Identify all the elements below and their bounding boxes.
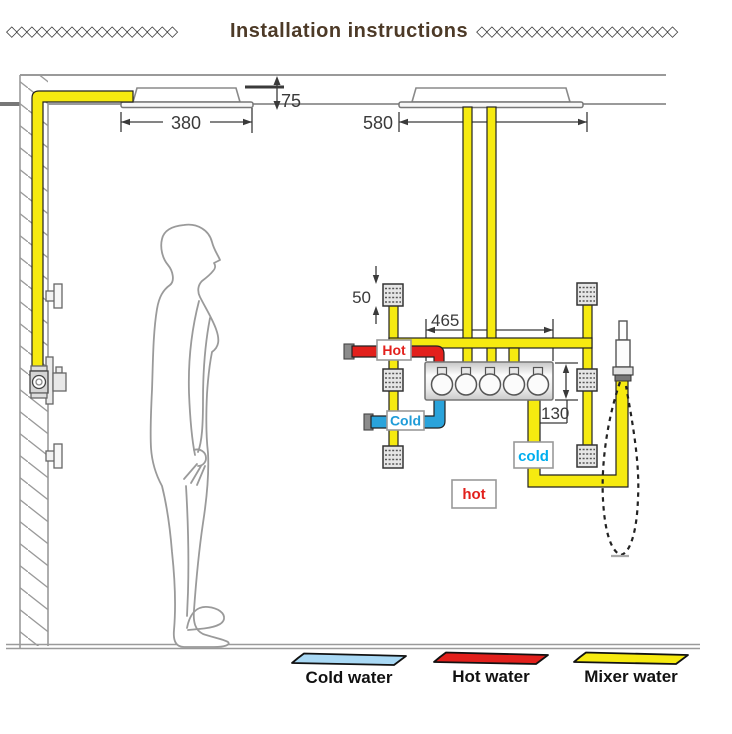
handshower-connector (614, 374, 632, 382)
dim-jet-size: 50 (352, 266, 380, 324)
cold-outlet-label: cold (513, 441, 554, 469)
cold-water-swatch-icon (291, 652, 407, 666)
svg-text:hot: hot (462, 486, 485, 503)
legend-label: Hot water (452, 667, 530, 686)
wall-stop-valve (29, 356, 67, 405)
wall-bracket-upper (45, 283, 63, 309)
legend-label: Mixer water (584, 667, 678, 686)
room-structure (0, 74, 700, 650)
handshower-head (618, 320, 628, 341)
page-title: Installation instructions (230, 19, 469, 42)
dim-label-50: 50 (352, 288, 371, 307)
dim-label-580: 580 (363, 113, 393, 133)
header: ◇◇◇◇◇◇◇◇◇◇◇◇◇◇◇◇◇ Installation instructi… (6, 14, 726, 48)
thermostatic-valve (424, 361, 554, 401)
handshower-hose (601, 381, 640, 557)
diamond-chain-left-icon: ◇◇◇◇◇◇◇◇◇◇◇◇◇◇◇◇◇ (6, 23, 178, 39)
mixer-water-swatch-icon (573, 651, 689, 665)
cold-inlet-label: Cold (386, 410, 425, 431)
dim-ceiling-drop: 75 (245, 76, 301, 111)
svg-text:cold: cold (518, 448, 549, 465)
legend-item-mixer-water: Mixer water (568, 651, 694, 687)
hot-inlet-label: Hot (376, 339, 412, 361)
dim-head-large: 580 (363, 112, 588, 133)
person-silhouette (149, 223, 230, 648)
legend-item-cold-water: Cold water (286, 652, 412, 688)
legend-item-hot-water: Hot water (428, 651, 554, 687)
ceiling-riser-pipe (486, 106, 497, 364)
handshower (601, 320, 640, 558)
wall-fixtures (29, 283, 67, 469)
svg-text:Cold: Cold (390, 413, 421, 429)
svg-text:Hot: Hot (382, 342, 406, 358)
wall-riser-pipe (31, 90, 134, 369)
handshower-handle (615, 339, 631, 368)
wall-bracket-lower (45, 443, 63, 469)
legend-label: Cold water (305, 668, 393, 687)
handshower-holder (612, 366, 634, 376)
dim-label-75: 75 (281, 91, 301, 111)
ceiling-riser-pipe (462, 106, 473, 364)
hot-outlet-label: hot (451, 479, 497, 509)
pipe-labels: Hot Cold cold hot (376, 339, 554, 509)
mixer-water-pipes (31, 90, 629, 488)
dim-valve-height: 130 (540, 362, 578, 424)
dim-label-465: 465 (431, 311, 459, 330)
shower-head-small (120, 87, 254, 109)
hot-water-swatch-icon (433, 651, 549, 665)
dim-label-130: 130 (541, 404, 569, 423)
diamond-chain-right-icon: ◇◇◇◇◇◇◇◇◇◇◇◇◇◇◇◇◇◇◇◇ (476, 23, 678, 39)
dim-label-380: 380 (171, 113, 201, 133)
dim-head-small: 380 (120, 108, 253, 133)
shower-head-large (398, 87, 584, 109)
